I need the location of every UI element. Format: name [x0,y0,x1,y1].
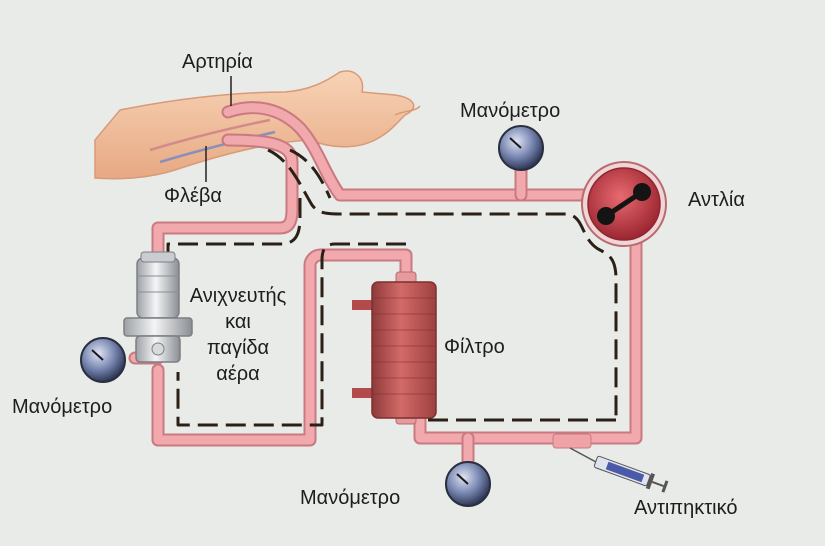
label-pump: Αντλία [688,189,745,211]
gauge-icon-left [80,337,126,383]
gauge-icon-bottom [445,461,491,507]
air-trap-icon [123,251,193,363]
label-detector-line2: και [225,311,251,333]
label-anticoagulant: Αντιπηκτικό [634,497,738,519]
filter-icon [352,271,437,425]
gauge-icon-top [498,125,544,171]
label-detector-line4: αέρα [216,363,260,385]
label-vein: Φλέβα [164,185,222,207]
flow-dashes [166,148,618,427]
label-detector: Ανιχνευτής και παγίδα αέρα [176,283,300,387]
label-manometer-left: Μανόμετρο [12,396,113,418]
label-artery: Αρτηρία [182,51,253,73]
syringe-icon [552,433,669,493]
label-detector-line1: Ανιχνευτής [189,285,287,307]
label-detector-line3: παγίδα [206,337,270,359]
label-manometer-bottom: Μανόμετρο [300,487,401,509]
arm-icon [94,70,421,180]
pump-icon [581,161,667,247]
label-manometer-top: Μανόμετρο [460,100,561,122]
label-filter: Φίλτρο [444,336,505,358]
